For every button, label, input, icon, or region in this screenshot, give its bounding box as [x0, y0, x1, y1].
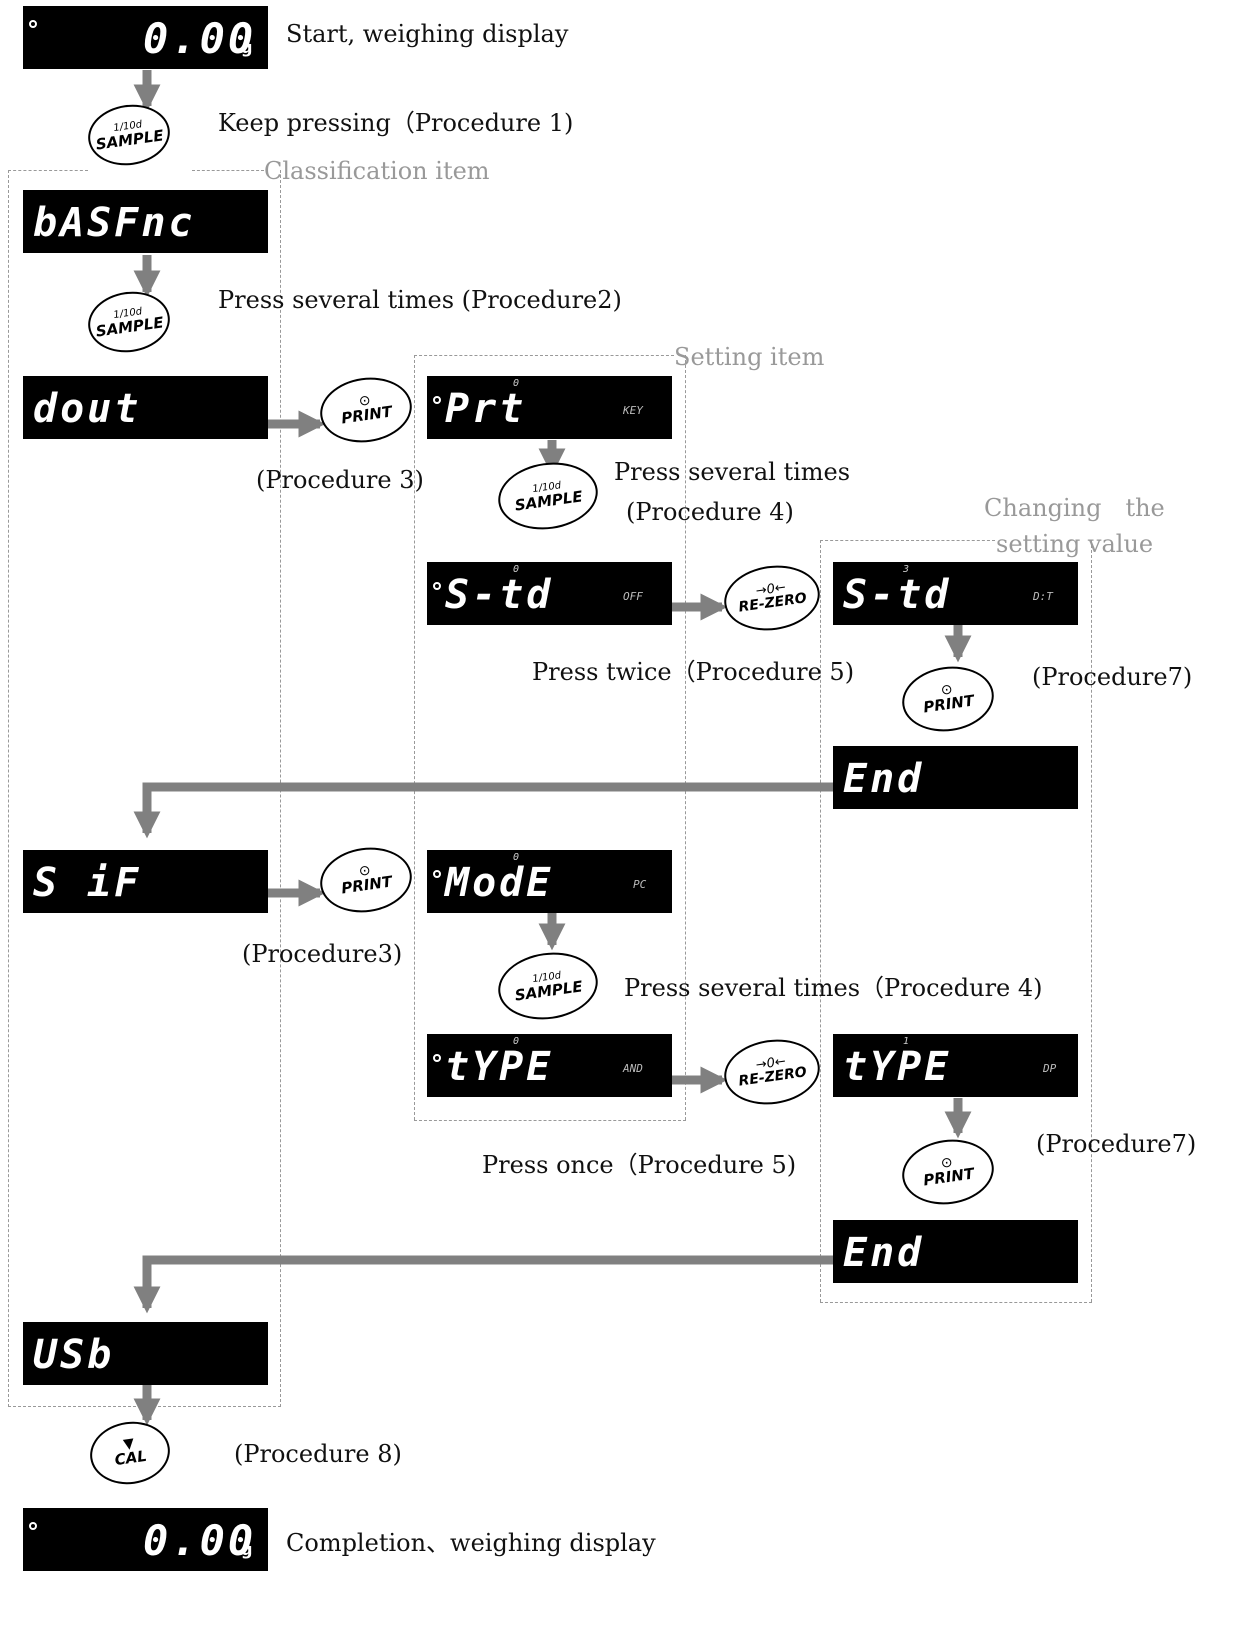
display-type: 0 tYPE AND — [427, 1034, 672, 1097]
label-procedure4a-line1: Press several times — [614, 458, 851, 486]
change-region-left — [820, 540, 821, 1302]
stable-indicator-icon — [29, 1522, 37, 1530]
display-dout-value: dout — [33, 386, 142, 432]
cal-key-label: CAL — [113, 1446, 148, 1470]
arrow-end1-sif — [133, 782, 833, 839]
display-usb-value: USb — [33, 1332, 115, 1378]
arrow-end2-usb — [133, 1255, 833, 1314]
display-dout: dout — [23, 376, 268, 439]
sample-key-label: SAMPLE — [513, 977, 584, 1005]
label-procedure7a: (Procedure7) — [1032, 663, 1193, 691]
display-std-changed-sub: D:T — [1033, 590, 1053, 603]
display-mode-sub: PC — [633, 878, 647, 891]
sample-key-label: SAMPLE — [513, 487, 584, 515]
print-key-label: PRINT — [922, 691, 976, 717]
label-finish: Completion、weighing display — [286, 1529, 656, 1557]
label-procedure8: (Procedure 8) — [234, 1440, 402, 1468]
display-start-unit: g — [241, 38, 253, 57]
display-basfnc-value: bASFnc — [33, 200, 196, 246]
print-key-label: PRINT — [340, 402, 394, 428]
label-classification-item: Classification item — [264, 157, 490, 185]
stable-indicator-icon — [29, 20, 37, 28]
print-key-label: PRINT — [922, 1164, 976, 1190]
display-mode-sup: 0 — [513, 852, 520, 863]
label-start: Start, weighing display — [286, 20, 569, 48]
display-mode: 0 ModE PC — [427, 850, 672, 913]
display-sif: S iF — [23, 850, 268, 913]
stable-indicator-icon — [433, 1054, 441, 1062]
label-procedure5b: Press once（Procedure 5) — [482, 1151, 797, 1179]
label-procedure3a: (Procedure 3) — [256, 466, 424, 494]
label-procedure5a: Press twice（Procedure 5) — [532, 658, 855, 686]
change-region-right — [1091, 540, 1092, 1302]
label-procedure4b: Press several times（Procedure 4) — [624, 974, 1043, 1002]
display-mode-value: ModE — [445, 860, 554, 906]
display-std-changed-value: S-td — [843, 572, 952, 618]
display-start-value: 0.00 — [143, 14, 257, 63]
display-prt: 0 Prt KEY — [427, 376, 672, 439]
label-procedure1: Keep pressing（Procedure 1) — [218, 109, 574, 137]
display-type-changed-value: tYPE — [843, 1044, 952, 1090]
label-procedure4a-line2: (Procedure 4) — [626, 498, 794, 526]
label-setting-item: Setting item — [674, 343, 825, 371]
display-std-changed: 3 S-td D:T — [833, 562, 1078, 625]
rezero-key-label: RE-ZERO — [737, 1064, 808, 1090]
display-finish: 0.00 g — [23, 1508, 268, 1571]
stable-indicator-icon — [433, 396, 441, 404]
change-region-top — [820, 540, 995, 541]
display-prt-sup: 0 — [513, 378, 520, 389]
label-procedure2: Press several times (Procedure2) — [218, 286, 622, 314]
display-std-changed-sup: 3 — [903, 564, 910, 575]
display-sif-value: S iF — [33, 860, 142, 906]
setting-region-top — [414, 355, 674, 356]
display-type-value: tYPE — [445, 1044, 554, 1090]
display-std: 0 S-td OFF — [427, 562, 672, 625]
setting-region-bottom — [414, 1120, 686, 1121]
classification-region-top-left — [8, 170, 88, 171]
display-std-sub: OFF — [623, 590, 643, 603]
display-prt-sub: KEY — [623, 404, 643, 417]
print-key-label: PRINT — [340, 872, 394, 898]
sample-key-label: SAMPLE — [94, 126, 165, 154]
display-type-changed: 1 tYPE DP — [833, 1034, 1078, 1097]
display-type-sup: 0 — [513, 1036, 520, 1047]
setting-region-left — [414, 355, 415, 1120]
display-end-1: End — [833, 746, 1078, 809]
display-end-1-value: End — [843, 756, 925, 802]
display-start: 0.00 g — [23, 6, 268, 69]
display-std-sup: 0 — [513, 564, 520, 575]
display-end-2: End — [833, 1220, 1078, 1283]
display-basfnc: bASFnc — [23, 190, 268, 253]
display-finish-unit: g — [241, 1540, 253, 1559]
stable-indicator-icon — [433, 870, 441, 878]
display-type-changed-sub: DP — [1043, 1062, 1057, 1075]
label-procedure3b: (Procedure3) — [242, 940, 403, 968]
setting-region-right — [685, 355, 686, 1120]
display-type-sub: AND — [623, 1062, 643, 1075]
rezero-key-label: RE-ZERO — [737, 590, 808, 616]
label-changing-line2: setting value — [996, 530, 1154, 558]
sample-key-label: SAMPLE — [94, 313, 165, 341]
display-type-changed-sup: 1 — [903, 1036, 910, 1047]
display-usb: USb — [23, 1322, 268, 1385]
change-region-bottom — [820, 1302, 1092, 1303]
label-procedure7b: (Procedure7) — [1036, 1130, 1197, 1158]
classification-region-top-right — [192, 170, 264, 171]
display-finish-value: 0.00 — [143, 1516, 257, 1565]
display-prt-value: Prt — [445, 386, 527, 432]
label-changing-line1: Changing the — [984, 494, 1165, 522]
display-std-value: S-td — [445, 572, 554, 618]
display-end-2-value: End — [843, 1230, 925, 1276]
stable-indicator-icon — [433, 582, 441, 590]
